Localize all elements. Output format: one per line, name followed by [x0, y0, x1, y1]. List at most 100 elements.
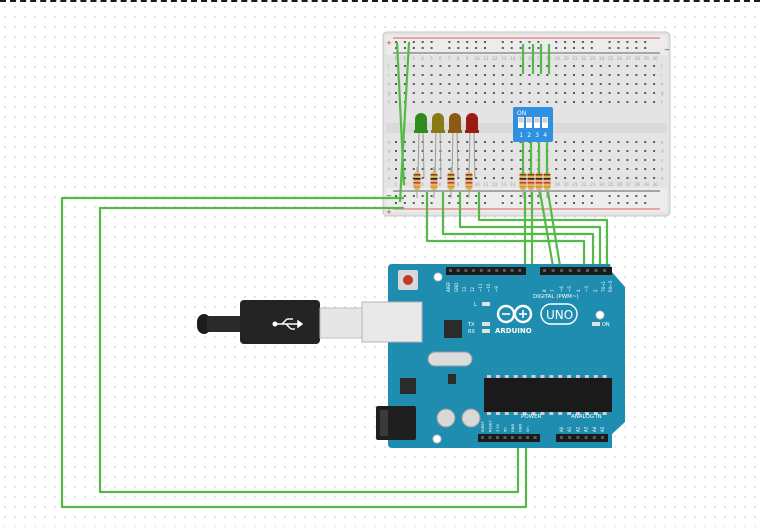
- header-pin: [487, 269, 491, 272]
- led-dome: [415, 113, 427, 131]
- reset-button-cap[interactable]: [403, 275, 413, 285]
- rail-hole: [448, 41, 451, 43]
- terminal-hole: [457, 177, 460, 179]
- row-letter: a: [388, 176, 391, 181]
- rail-hole: [421, 41, 424, 43]
- ic-pin: [540, 412, 545, 415]
- terminal-hole: [608, 83, 611, 85]
- ic-pin: [558, 412, 563, 415]
- header-pin: [518, 269, 522, 272]
- ic-pin: [584, 375, 589, 378]
- column-number: 12: [492, 182, 498, 187]
- row-letter: c: [388, 158, 390, 163]
- terminal-hole: [617, 74, 620, 76]
- column-number: 5: [430, 56, 433, 61]
- terminal-hole: [555, 177, 558, 179]
- terminal-hole: [573, 141, 575, 143]
- rail-hole: [564, 41, 567, 43]
- led-dome: [466, 113, 478, 131]
- terminal-hole: [555, 101, 558, 103]
- rail-hole: [466, 47, 469, 49]
- header-pin: [560, 269, 564, 272]
- terminal-hole: [581, 83, 584, 85]
- digital-pin-label: ~11: [478, 283, 483, 292]
- terminal-hole: [590, 74, 593, 76]
- rail-hole: [537, 195, 540, 197]
- terminal-hole: [546, 83, 549, 85]
- usb-cable[interactable]: [197, 300, 363, 344]
- terminal-hole: [484, 159, 486, 161]
- header-pin: [592, 436, 596, 439]
- terminal-hole: [510, 92, 513, 94]
- column-number: 20: [564, 182, 570, 187]
- terminal-hole: [510, 150, 513, 152]
- terminal-hole: [403, 83, 406, 85]
- rail-hole: [573, 41, 575, 43]
- terminal-hole: [653, 101, 656, 103]
- terminal-hole: [546, 65, 549, 67]
- terminal-hole: [457, 101, 460, 103]
- capacitor: [461, 408, 481, 428]
- terminal-hole: [581, 159, 584, 161]
- terminal-hole: [457, 159, 460, 161]
- wire-led-orange: [458, 192, 602, 272]
- terminal-hole: [581, 65, 584, 67]
- rail-hole: [537, 47, 540, 49]
- power-pin-label: Vin: [526, 426, 530, 432]
- rail-hole: [395, 47, 397, 49]
- terminal-hole: [519, 92, 522, 94]
- rail-hole: [590, 41, 593, 43]
- terminal-hole: [421, 74, 424, 76]
- rail-hole: [466, 202, 469, 204]
- top-power-rail: [386, 35, 667, 55]
- rail-hole: [590, 202, 593, 204]
- terminal-hole: [528, 101, 531, 103]
- terminal-hole: [466, 168, 469, 170]
- terminal-hole: [608, 92, 611, 94]
- resistor-body: [413, 172, 421, 190]
- led-leg: [434, 129, 437, 179]
- terminal-hole: [510, 159, 513, 161]
- column-number: 19: [555, 56, 561, 61]
- terminal-hole: [412, 159, 415, 161]
- terminal-hole: [528, 83, 531, 85]
- resistor-body: [519, 172, 527, 190]
- digital-label: DIGITAL (PWM~): [533, 294, 579, 300]
- terminal-hole: [590, 65, 593, 67]
- terminal-hole: [510, 74, 513, 76]
- terminal-hole: [510, 168, 513, 170]
- header-pin: [449, 269, 452, 272]
- terminal-hole: [492, 92, 495, 94]
- column-number: 8: [457, 182, 460, 187]
- terminal-hole: [412, 141, 415, 143]
- terminal-hole: [644, 101, 647, 103]
- crystal-oscillator: [427, 351, 473, 367]
- terminal-hole: [617, 159, 620, 161]
- terminal-hole: [617, 83, 620, 85]
- column-number: 2: [403, 56, 406, 61]
- dip-position-label: 2: [527, 132, 531, 139]
- rail-hole: [644, 195, 647, 197]
- resistor-body: [527, 172, 535, 190]
- terminal-hole: [564, 141, 567, 143]
- rail-hole: [590, 195, 593, 197]
- terminal-hole: [599, 92, 602, 94]
- ic-pin: [495, 375, 500, 378]
- rail-hole: [537, 41, 540, 43]
- terminal-hole: [457, 83, 460, 85]
- terminal-hole: [519, 65, 522, 67]
- terminal-hole: [412, 150, 415, 152]
- rail-hole: [412, 41, 415, 43]
- power-pin-label: 5V: [504, 427, 508, 432]
- resistor-band: [527, 174, 535, 176]
- terminal-hole: [501, 168, 504, 170]
- column-number: 11: [484, 56, 490, 61]
- power-pin-label: 3.3V: [496, 423, 500, 432]
- arduino-uno-board[interactable]: L TX RX ON ARDUINO UNO DIGITAL (PWM~) PO…: [361, 264, 625, 448]
- terminal-hole: [421, 150, 424, 152]
- wire-dip-4: [546, 191, 563, 273]
- row-letter: d: [661, 149, 664, 154]
